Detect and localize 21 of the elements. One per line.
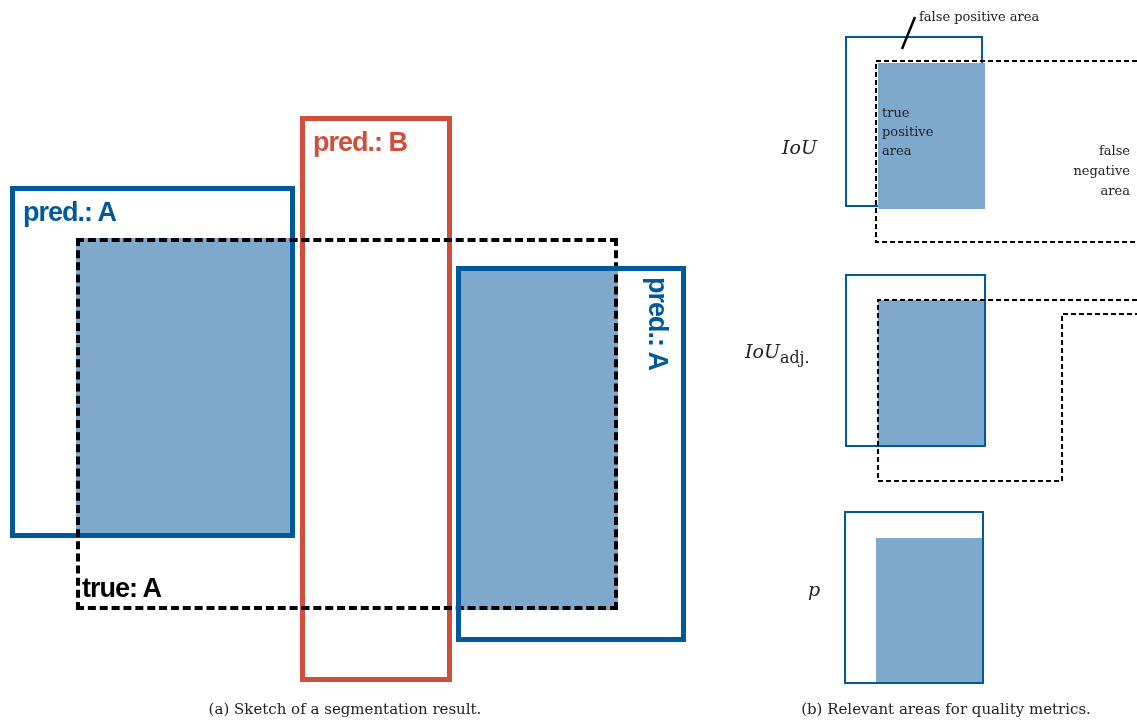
true-positive-area [878, 300, 985, 446]
caption: (a) Sketch of a segmentation result. [207, 700, 483, 718]
class-label: pred.: A [642, 277, 673, 370]
metric-label: IoU [782, 136, 817, 158]
prediction-outline [845, 36, 983, 207]
prediction-box [456, 266, 686, 642]
true-positive-area [878, 63, 985, 209]
metric-label: p [808, 578, 821, 600]
class-label: pred.: A [23, 197, 116, 228]
true-positive-area [876, 538, 983, 683]
area-label: true positive area [882, 104, 935, 160]
area-label: false positive area [919, 9, 1040, 25]
prediction-box [10, 186, 295, 538]
prediction-box [300, 116, 452, 682]
ground-truth-box [76, 238, 618, 610]
leader-line [900, 16, 917, 50]
caption: (b) Relevant areas for quality metrics. [800, 700, 1092, 718]
class-label: pred.: B [313, 127, 407, 158]
class-label: true: A [82, 573, 161, 604]
metric-label: IoU$_{adj.}$ [745, 340, 810, 367]
area-label: false negative area [1072, 142, 1130, 200]
